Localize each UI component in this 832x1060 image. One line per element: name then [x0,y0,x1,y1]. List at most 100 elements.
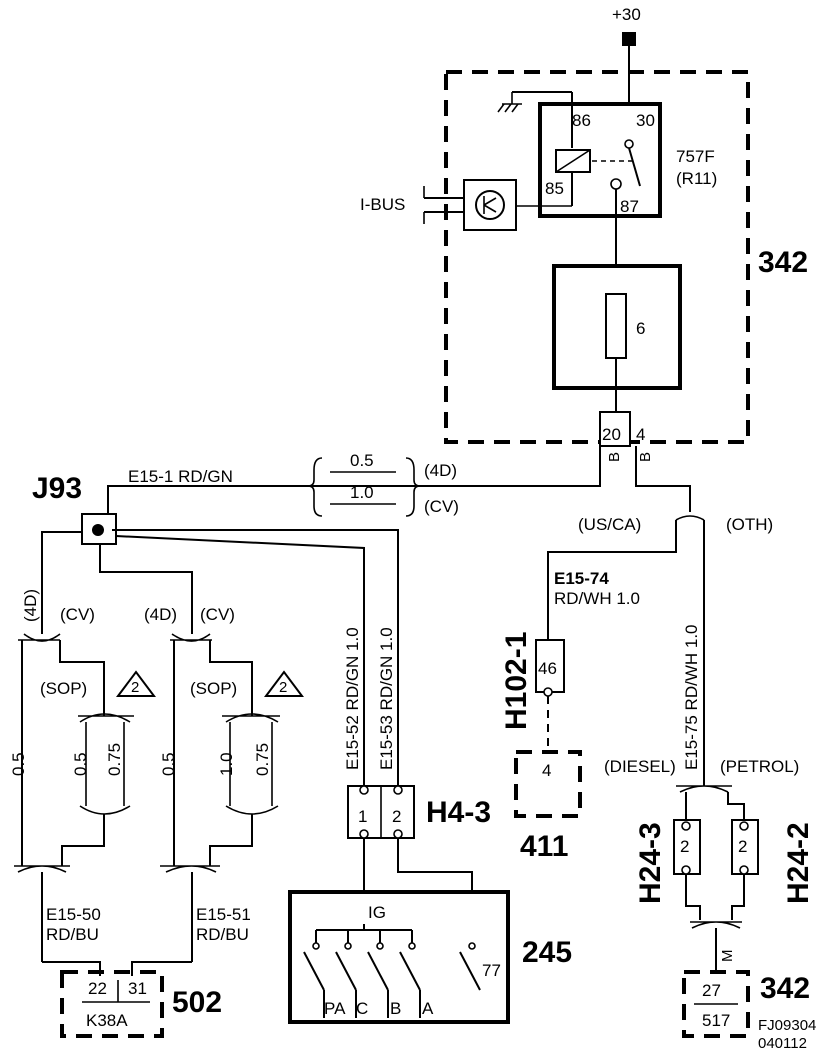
connector-pin-20: 20 [602,425,621,444]
left-size-c: 0.75 [105,743,124,776]
control-unit-342: 342 86 30 85 87 [360,70,808,462]
left-branch: (4D) (CV) (SOP) 2 0.5 0.5 0.75 E15-50 RD… [9,589,156,976]
wire-e15-1 [107,446,601,514]
svg-text:2: 2 [279,679,287,696]
relay-pin-87: 87 [620,197,639,216]
wire-e15-74 [547,520,677,640]
relay-757f: 86 30 85 87 757F (R11) [538,102,717,218]
branch-oth: (OTH) [726,515,773,534]
h24-3-id: H24-3 [634,822,667,904]
switch-pos-c: C [356,999,368,1018]
fuse-icon [605,293,627,359]
footer-code: FJ09304 [758,1017,816,1034]
bus-transceiver: I-BUS [360,179,546,231]
mid-size-a: 0.5 [159,752,178,776]
relay-pin-86: 86 [572,111,591,130]
h4-3-id: H4-3 [426,796,491,829]
bus-transceiver-box [463,179,517,231]
wire-size-b: 1.0 [350,483,374,502]
wire-e15-1-label: E15-1 RD/GN [128,467,233,486]
connector-mark-b2: B [637,452,654,462]
mid-branch: (4D) (CV) (SOP) 2 0.5 1.0 0.75 E15-51 RD… [131,605,304,976]
h4-pin-1: 1 [358,807,367,826]
wire-e15-52 [115,535,365,790]
main-harness: E15-1 RD/GN 0.5 1.0 (4D) (CV) (US/CA) (O… [107,446,773,786]
svg-text:2: 2 [131,679,139,696]
wire-e15-50-label: E15-50 [46,905,101,924]
supply-terminal-square [622,32,636,46]
wire-size-a: 0.5 [350,451,374,470]
size-brace-left [307,457,323,517]
control-unit-boundary [444,70,750,444]
control-unit-connector: 20 4 B B [599,411,654,462]
left-variant-4d: (4D) [21,589,40,622]
connector-mark-b1: B [606,452,623,462]
warning-triangle-icon: 2 [264,670,304,697]
wire-e15-53-label: E15-53 RD/GN 1.0 [377,627,396,770]
switch-id: 245 [522,936,572,969]
wire-e15-51-color: RD/BU [196,925,249,944]
connector-h24-2: 2 H24-2 [731,819,815,904]
size-brace-right [405,457,421,517]
fuse-6: 6 [552,216,682,412]
wire-mid-branch [99,544,193,634]
h24-2-pin: 2 [738,837,747,856]
relay-box [538,102,662,218]
connector-411: 4 411 [514,750,582,863]
c342b-sub: 517 [702,1011,730,1030]
bus-transceiver-icon [475,190,505,220]
switch-pos-a: A [422,999,434,1018]
wire-m-mark: M [719,950,736,963]
wire-e15-51-label: E15-51 [196,905,251,924]
branch-diesel: (DIESEL) [604,757,676,776]
switch-pos-pa: PA [324,999,346,1018]
ignition-switch-245: 245 IG 77 PA C B A [288,890,572,1024]
mid-variant-4d: (4D) [144,605,177,624]
bus-label: I-BUS [360,195,405,214]
branch-us-ca: (US/CA) [578,515,641,534]
mid-size-b: 1.0 [217,752,236,776]
connector-pin-4: 4 [636,425,645,444]
switch-pos-b: B [390,999,401,1018]
wire-e15-52-label: E15-52 RD/GN 1.0 [343,627,362,770]
wire-pin4 [635,446,691,512]
h24-2-id: H24-2 [782,822,815,904]
connector-342-bottom: 27 517 342 [682,970,810,1038]
supply-label: +30 [612,5,641,24]
c502-code: K38A [86,1011,128,1030]
warning-triangle-icon: 2 [116,670,156,697]
mid-size-c: 0.75 [253,743,272,776]
h102-id: H102-1 [500,632,533,730]
wire-variant-cv: (CV) [424,497,459,516]
splice-j93: J93 E15-52 RD/GN 1.0 E15-53 RD/GN 1.0 [32,472,399,790]
switch-pin-77: 77 [482,961,501,980]
relay-contact-icon [628,147,641,187]
wire-variant-4d: (4D) [424,461,457,480]
connector-pin-box [599,411,631,447]
wire-e15-50-color: RD/BU [46,925,99,944]
connector-502: 22 31 K38A 502 [60,970,222,1038]
c502-pin-31: 31 [128,979,147,998]
mid-sop: (SOP) [190,679,237,698]
footer-date: 040112 [758,1035,807,1052]
switch-ig: IG [368,903,386,922]
splice-id: J93 [32,472,82,505]
h24-3-pin: 2 [680,837,689,856]
c342b-id: 342 [760,972,810,1005]
branch-split-icon [675,515,705,521]
wire-e15-53 [112,529,399,790]
h4-pin-2: 2 [392,807,401,826]
fuel-branch: (DIESEL) (PETROL) [604,757,799,822]
merge-to-342: M [685,874,745,972]
relay-pin-30: 30 [636,111,655,130]
left-size-b: 0.5 [71,752,90,776]
left-variant-cv: (CV) [60,605,95,624]
wire-e15-74-label: E15-74 [554,569,609,588]
relay-pin-85: 85 [545,179,564,198]
c502-pin-22: 22 [88,979,107,998]
relay-id: 757F [676,147,715,166]
connector-h4-3: 1 2 H4-3 [347,785,491,946]
relay-sub: (R11) [676,169,717,188]
wire-e15-75-label: E15-75 RD/WH 1.0 [682,625,701,771]
